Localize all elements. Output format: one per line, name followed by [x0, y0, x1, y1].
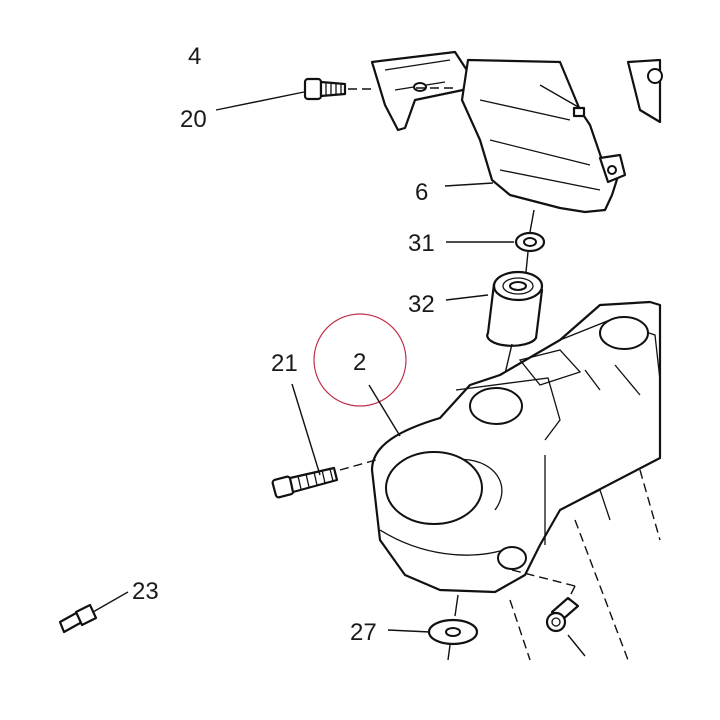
callout-6: 6 — [415, 179, 428, 206]
assembly-line-6-31 — [529, 209, 535, 233]
callout-20: 20 — [180, 106, 207, 133]
callout-23: 23 — [132, 578, 159, 605]
callout-21: 21 — [271, 350, 298, 377]
fork-axis-line-2 — [574, 519, 629, 661]
washer-27 — [427, 618, 479, 646]
leader-2 — [368, 384, 401, 437]
mount-bracket-6 — [460, 58, 627, 214]
leader-6 — [444, 182, 494, 187]
leader-23 — [92, 591, 129, 613]
bolt-20 — [303, 77, 455, 101]
leader-27 — [387, 629, 431, 633]
triple-clamp-2 — [370, 300, 662, 594]
upper-bracket-part — [370, 50, 472, 132]
washer-31 — [514, 231, 546, 253]
bushing-32 — [486, 270, 544, 347]
callout-27: 27 — [350, 619, 377, 646]
assembly-line-2-27 — [454, 594, 459, 617]
highlight-circle-callout-2 — [313, 313, 407, 407]
callout-2: 2 — [353, 349, 366, 376]
callout-32: 32 — [408, 291, 435, 318]
leader-21 — [291, 383, 321, 476]
assembly-line-bolt — [511, 569, 576, 587]
bolt-21 — [271, 466, 339, 499]
fork-axis-line-3 — [509, 599, 531, 661]
fork-axis-line-1 — [639, 469, 661, 541]
right-edge-part — [626, 58, 663, 124]
callout-31: 31 — [408, 230, 435, 257]
leader-32 — [445, 294, 489, 301]
assembly-line-31-32 — [525, 251, 529, 273]
small-bolt — [545, 596, 586, 657]
assembly-line-27 — [447, 644, 451, 661]
assembly-line-bolt-2 — [567, 585, 576, 601]
leader-20 — [215, 91, 305, 111]
part-23 — [58, 603, 98, 634]
callout-4: 4 — [188, 43, 201, 70]
assembly-line-21 — [339, 459, 377, 471]
